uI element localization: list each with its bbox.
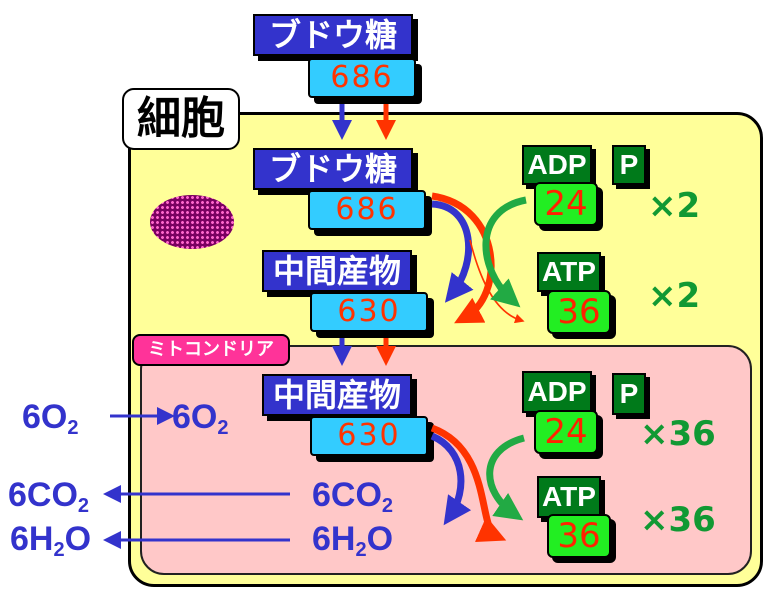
- glycolysis-adp-value: 24: [534, 182, 598, 226]
- intermediate-energy-cell: 630: [310, 292, 428, 332]
- nucleus: [150, 195, 234, 249]
- glycolysis-atp-value: 36: [547, 290, 611, 334]
- respiration-atp-multiplier: ×36: [640, 500, 716, 540]
- arrow-glycolysis-red-thin: [469, 239, 525, 324]
- intermediate-name-mito: 中間産物: [262, 374, 412, 416]
- arrow-glycolysis-green: [482, 196, 527, 308]
- glycolysis-adp-multiplier: ×2: [648, 186, 701, 226]
- glycolysis-atp-multiplier: ×2: [648, 276, 701, 316]
- respiration-p-label: P: [612, 373, 646, 415]
- arrow-respiration-green: [486, 434, 526, 521]
- intermediate-name-cell: 中間産物: [262, 250, 412, 292]
- o2-outside: 6O2: [22, 398, 79, 439]
- arrow-glycolysis-blue: [431, 200, 474, 303]
- h2o-outside: 6H2O: [10, 520, 92, 561]
- co2-inside: 6CO2: [312, 476, 394, 517]
- co2-outside: 6CO2: [8, 476, 90, 517]
- intermediate-energy-mito: 630: [310, 416, 428, 456]
- respiration-atp-value: 36: [547, 514, 611, 558]
- respiration-adp-multiplier: ×36: [640, 414, 716, 454]
- h2o-inside: 6H2O: [312, 520, 394, 561]
- glucose-energy-outside: 686: [308, 58, 416, 98]
- respiration-atp-label: ATP: [537, 476, 601, 518]
- glycolysis-atp-label: ATP: [537, 252, 601, 292]
- arrow-respiration-red: [430, 424, 507, 542]
- glucose-name-cell: ブドウ糖: [253, 148, 413, 190]
- cell-label: 細胞: [122, 88, 240, 150]
- glucose-energy-cell: 686: [308, 190, 426, 230]
- mitochondrion: [140, 345, 752, 575]
- respiration-adp-value: 24: [534, 410, 598, 454]
- arrow-respiration-blue: [430, 432, 472, 526]
- glycolysis-p-label: P: [612, 145, 646, 185]
- glucose-name-outside: ブドウ糖: [253, 14, 413, 56]
- mitochondria-label: ミトコンドリア: [132, 334, 290, 366]
- o2-inside: 6O2: [172, 398, 229, 439]
- respiration-adp-label: ADP: [522, 371, 592, 413]
- arrow-glycolysis-red: [431, 192, 495, 324]
